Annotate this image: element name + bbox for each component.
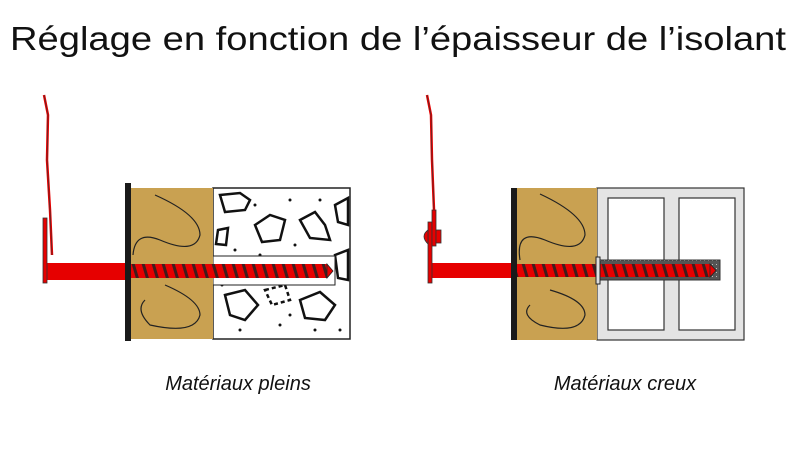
board [511, 188, 517, 340]
screw-tip [326, 262, 334, 280]
fixing-plate [427, 221, 433, 284]
insulation-wave [132, 194, 201, 329]
screw-thread [131, 264, 327, 278]
rivet [423, 229, 429, 245]
board [125, 183, 131, 341]
fixing-plate [42, 217, 48, 284]
insulation-wave [518, 193, 586, 329]
insulation [131, 188, 213, 339]
page-title: Réglage en fonction de l’épaisseur de l’… [10, 20, 786, 57]
fixing-rod [47, 263, 125, 280]
panel-solid: Matériaux pleins [42, 94, 351, 395]
fixing-rod [430, 263, 511, 278]
screw-tip [709, 262, 717, 279]
clip-tab [435, 229, 442, 244]
concrete-specks [220, 198, 342, 332]
sleeve-collar [595, 256, 601, 285]
concrete-aggregate [214, 191, 350, 322]
membrane-outline [43, 94, 53, 256]
caption-solid: Matériaux pleins [165, 373, 311, 395]
clip [431, 209, 437, 247]
screw-thread [517, 264, 710, 277]
membrane-outline [426, 94, 435, 211]
caption-hollow: Matériaux creux [554, 373, 697, 395]
panel-hollow: Matériaux creux [423, 94, 745, 395]
